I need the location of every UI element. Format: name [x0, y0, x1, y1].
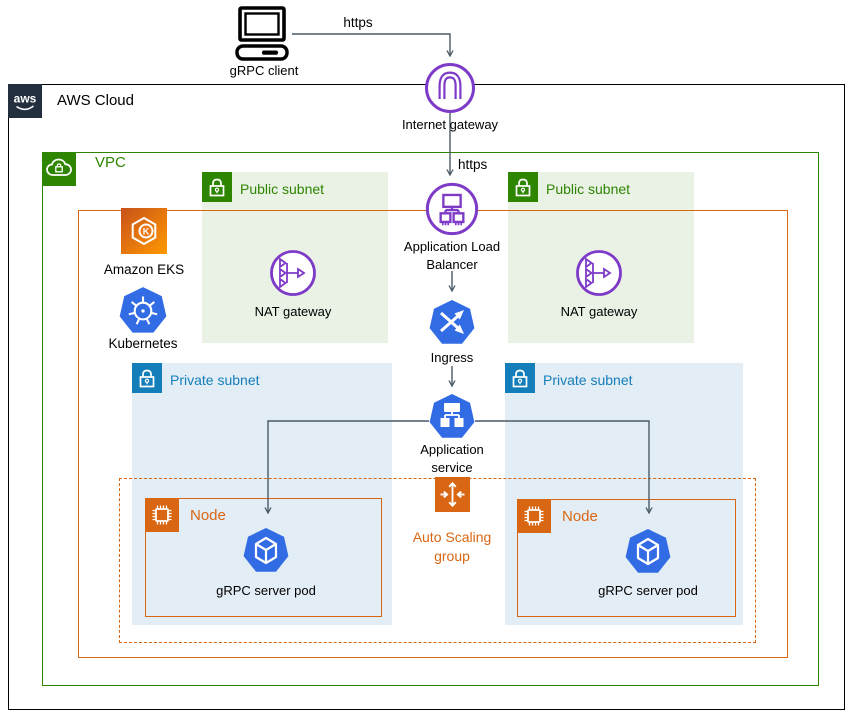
private-subnet-lock-icon — [505, 363, 535, 393]
node-left-label: Node — [190, 507, 226, 524]
https-label-vpc: https — [458, 157, 488, 172]
node-chip-icon — [517, 499, 551, 533]
internet-gateway-label: Internet gateway — [401, 117, 499, 132]
grpc-client-icon — [232, 6, 292, 62]
public-subnet-lock-icon — [202, 172, 232, 202]
grpc-server-pod-icon — [624, 527, 672, 575]
node-box-left — [145, 498, 382, 617]
node-chip-icon — [145, 498, 179, 532]
ingress-icon — [428, 298, 476, 346]
nat-gateway-icon — [575, 249, 623, 297]
amazon-eks-icon: K — [121, 208, 167, 254]
internet-gateway-icon — [424, 62, 476, 114]
svg-text:K: K — [143, 226, 150, 236]
public-subnet-left-label: Public subnet — [240, 181, 325, 197]
public-subnet-right-label: Public subnet — [546, 181, 631, 197]
ingress-label: Ingress — [430, 350, 474, 365]
auto-scaling-icon — [435, 477, 470, 512]
nat-gateway-right-label: NAT gateway — [560, 304, 638, 319]
auto-scaling-group-label: Auto Scaling group — [412, 529, 492, 564]
amazon-eks-label: Amazon EKS — [103, 262, 185, 277]
vpc-cloud-lock-icon — [42, 152, 76, 186]
svg-text:aws: aws — [14, 92, 37, 106]
private-subnet-right-label: Private subnet — [543, 372, 633, 388]
application-load-balancer-icon — [425, 182, 479, 236]
nat-gateway-icon — [269, 249, 317, 297]
application-service-icon — [428, 392, 476, 440]
grpc-client-label: gRPC client — [229, 63, 299, 78]
grpc-server-pod-left-label: gRPC server pod — [216, 583, 316, 598]
private-subnet-lock-icon — [132, 363, 162, 393]
application-service-label: Application service — [420, 442, 484, 475]
vpc-label: VPC — [95, 154, 126, 171]
https-label-top: https — [343, 15, 373, 30]
grpc-server-pod-icon — [242, 526, 290, 574]
grpc-server-pod-right-label: gRPC server pod — [598, 583, 698, 598]
application-load-balancer-label: Application Load Balancer — [403, 239, 501, 272]
aws-logo-icon: aws — [8, 84, 42, 118]
aws-cloud-label: AWS Cloud — [57, 92, 134, 109]
node-right-label: Node — [562, 508, 598, 525]
public-subnet-lock-icon — [508, 172, 538, 202]
kubernetes-icon — [118, 285, 168, 335]
vpc-boundary — [42, 152, 819, 686]
nat-gateway-left-label: NAT gateway — [254, 304, 332, 319]
private-subnet-left-label: Private subnet — [170, 372, 260, 388]
kubernetes-label: Kubernetes — [108, 336, 178, 351]
